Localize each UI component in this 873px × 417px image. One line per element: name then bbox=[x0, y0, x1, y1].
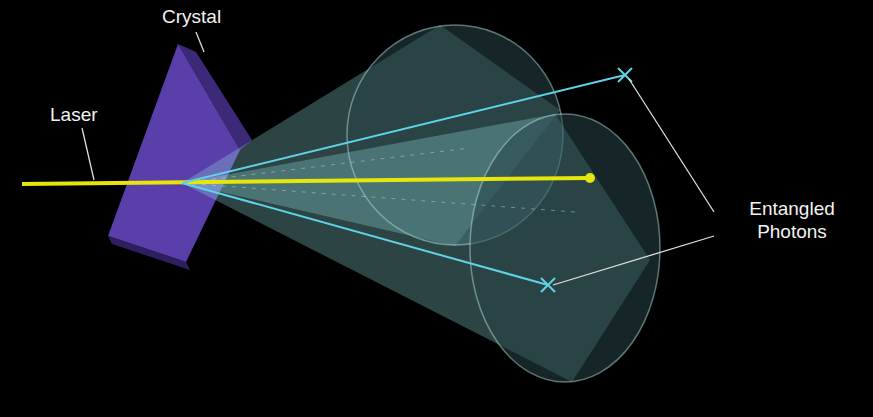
leader-lines bbox=[82, 32, 714, 285]
entangled-label: Entangled Photons bbox=[718, 198, 866, 244]
laser-label: Laser bbox=[50, 104, 98, 127]
crystal-label: Crystal bbox=[162, 6, 221, 29]
photon-paths bbox=[182, 68, 632, 292]
laser-beam bbox=[22, 173, 595, 184]
photon-cones bbox=[182, 25, 660, 382]
